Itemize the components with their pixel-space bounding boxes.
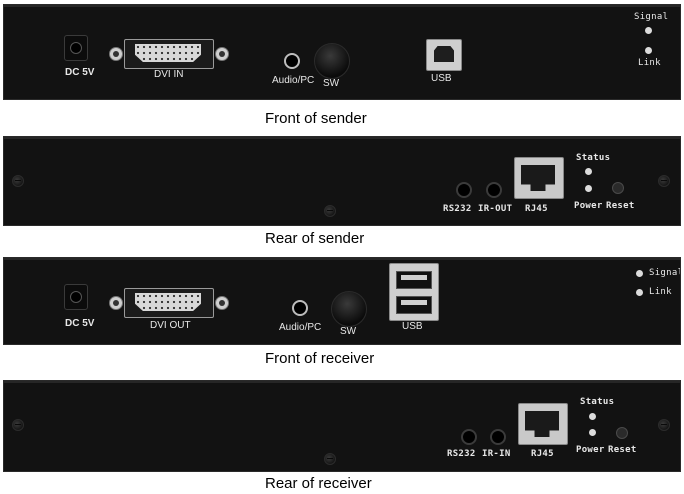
link-label: Link [649, 287, 672, 297]
power-label: Power [576, 445, 605, 455]
rj45-port [514, 157, 564, 199]
signal-led [636, 270, 643, 277]
rear-sender-panel: RS232 IR-OUT RJ45 Status Power Reset [3, 136, 681, 226]
rs232-jack [456, 182, 472, 198]
status-label: Status [580, 397, 615, 407]
reset-label: Reset [608, 445, 637, 455]
screw-icon [658, 175, 670, 187]
rj45-label: RJ45 [525, 204, 548, 214]
status-led [589, 413, 596, 420]
usb-label: USB [431, 73, 452, 84]
dvi-pins [135, 44, 201, 62]
usb-b-port [426, 39, 462, 71]
ir-in-jack [490, 429, 506, 445]
screw-icon [12, 419, 24, 431]
ir-out-label: IR-OUT [478, 204, 513, 214]
rj45-port [518, 403, 568, 445]
rj45-label: RJ45 [531, 449, 554, 459]
dvi-pins [135, 293, 201, 311]
audio-label: Audio/PC [272, 75, 315, 86]
dvi-screw-right-icon [215, 47, 229, 61]
audio-jack [292, 300, 308, 316]
usb-a-ports [389, 263, 439, 321]
dvi-in-port [109, 39, 229, 69]
signal-label: Signal [649, 268, 681, 278]
power-led [585, 185, 592, 192]
front-sender-caption: Front of sender [265, 110, 367, 127]
dvi-label: DVI OUT [150, 320, 191, 331]
reset-button [616, 427, 628, 439]
ir-out-jack [486, 182, 502, 198]
screw-icon [324, 205, 336, 217]
usb-a-slot-bottom [396, 296, 432, 314]
sw-button [314, 43, 350, 79]
signal-led [645, 27, 652, 34]
front-sender-panel: DC 5V DVI IN Audio/PC SW USB Signal Link [3, 4, 681, 100]
ir-in-label: IR-IN [482, 449, 511, 459]
sw-label: SW [340, 326, 357, 337]
status-label: Status [576, 153, 611, 163]
screw-icon [658, 419, 670, 431]
sw-label: SW [323, 78, 340, 89]
front-receiver-panel: DC 5V DVI OUT Audio/PC SW USB Signal Lin… [3, 257, 681, 345]
link-led [636, 289, 643, 296]
usb-label: USB [402, 321, 423, 332]
dvi-screw-left-icon [109, 296, 123, 310]
usb-a-slot-top [396, 271, 432, 289]
rs232-label: RS232 [443, 204, 472, 214]
dc-power-jack [64, 35, 88, 61]
rs232-label: RS232 [447, 449, 476, 459]
link-label: Link [638, 58, 661, 68]
dvi-screw-left-icon [109, 47, 123, 61]
front-receiver-caption: Front of receiver [265, 350, 375, 367]
sw-button [331, 291, 367, 327]
dc-label: DC 5V [65, 318, 95, 329]
link-led [645, 47, 652, 54]
audio-label: Audio/PC [279, 322, 322, 333]
dvi-label: DVI IN [154, 69, 184, 80]
dc-label: DC 5V [65, 67, 95, 78]
screw-icon [12, 175, 24, 187]
power-led [589, 429, 596, 436]
rs232-jack [461, 429, 477, 445]
reset-label: Reset [606, 201, 635, 211]
dc-power-jack [64, 284, 88, 310]
rear-sender-caption: Rear of sender [265, 230, 365, 247]
rear-receiver-caption: Rear of receiver [265, 475, 372, 492]
dvi-screw-right-icon [215, 296, 229, 310]
status-led [585, 168, 592, 175]
dvi-out-port [109, 288, 229, 318]
screw-icon [324, 453, 336, 465]
reset-button [612, 182, 624, 194]
signal-label: Signal [634, 12, 669, 22]
audio-jack [284, 53, 300, 69]
rear-receiver-panel: RS232 IR-IN RJ45 Status Power Reset [3, 380, 681, 472]
power-label: Power [574, 201, 603, 211]
